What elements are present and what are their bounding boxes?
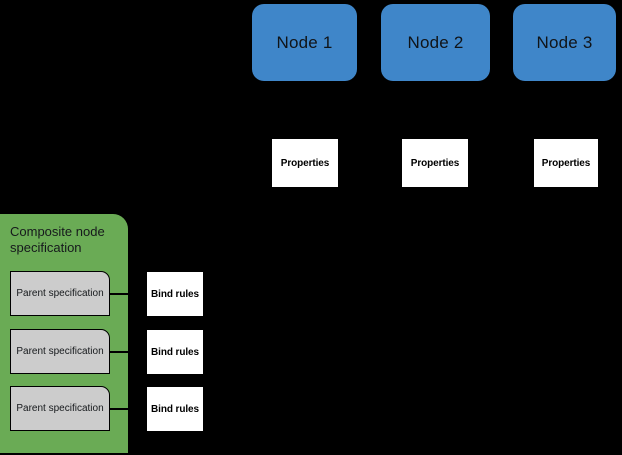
composite-node-specification-title: Composite node specification [10, 224, 105, 255]
bind-rules-box-2[interactable]: Bind rules [147, 330, 203, 374]
parent-specification-box-1[interactable]: Parent specification [10, 271, 110, 316]
node-box-3[interactable]: Node 3 [513, 4, 616, 81]
bind-rules-box-1-label: Bind rules [151, 288, 199, 300]
parent-specification-box-1-label: Parent specification [16, 288, 104, 299]
parent-specification-box-3-label: Parent specification [16, 403, 104, 414]
connector-line-3 [110, 408, 147, 410]
properties-box-3[interactable]: Properties [534, 139, 598, 187]
bind-rules-box-2-label: Bind rules [151, 346, 199, 358]
node-box-1-label: Node 1 [276, 32, 333, 52]
properties-box-3-label: Properties [541, 157, 591, 169]
bind-rules-box-3[interactable]: Bind rules [147, 387, 203, 431]
parent-specification-box-3[interactable]: Parent specification [10, 386, 110, 431]
properties-box-1-label: Properties [280, 157, 330, 169]
connector-line-1 [110, 293, 147, 295]
node-box-1[interactable]: Node 1 [252, 4, 357, 81]
connector-line-2 [110, 351, 147, 353]
parent-specification-box-2[interactable]: Parent specification [10, 329, 110, 374]
node-box-2[interactable]: Node 2 [381, 4, 490, 81]
bind-rules-box-3-label: Bind rules [151, 403, 199, 415]
node-box-2-label: Node 2 [407, 32, 464, 52]
properties-box-1[interactable]: Properties [272, 139, 338, 187]
properties-box-2-label: Properties [410, 157, 460, 169]
parent-specification-box-2-label: Parent specification [16, 346, 104, 357]
node-box-3-label: Node 3 [536, 32, 593, 52]
bind-rules-box-1[interactable]: Bind rules [147, 272, 203, 316]
properties-box-2[interactable]: Properties [402, 139, 468, 187]
